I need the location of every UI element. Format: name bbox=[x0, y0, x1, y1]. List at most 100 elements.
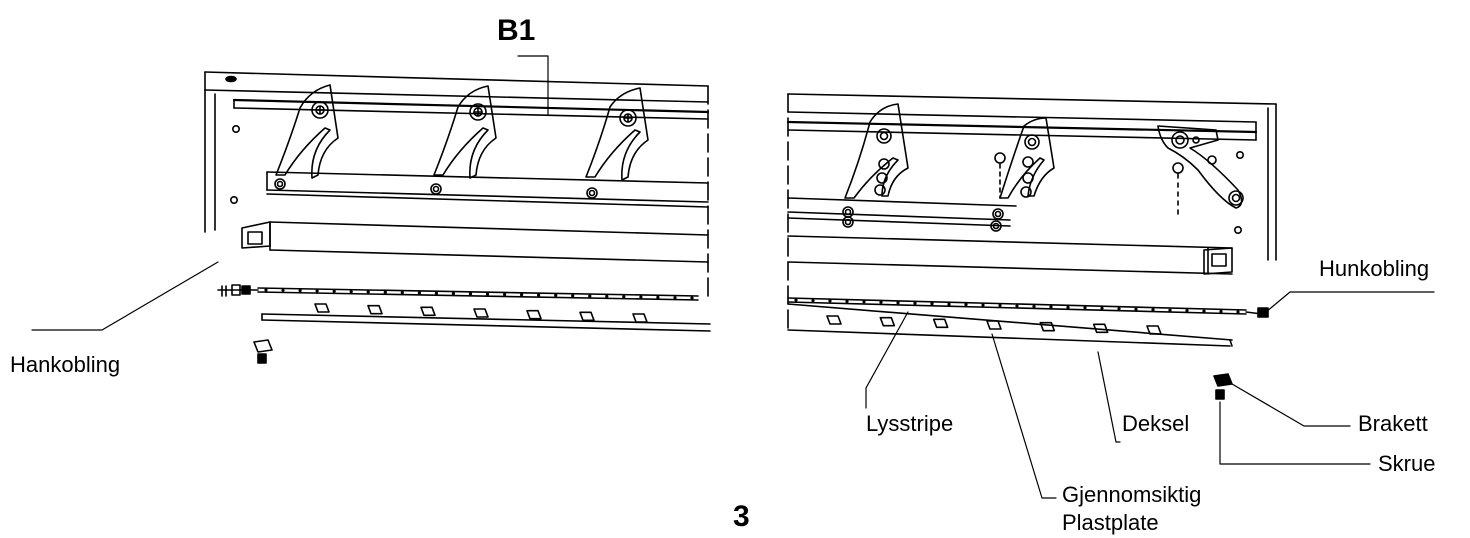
led-dot bbox=[434, 291, 438, 295]
adhesive-pad bbox=[1039, 321, 1056, 332]
label-lysstripe: Lysstripe bbox=[866, 411, 954, 436]
led-dot bbox=[1083, 306, 1087, 310]
deksel-leader-line bbox=[1097, 351, 1121, 443]
adhesive-pad bbox=[632, 313, 648, 323]
led-dot bbox=[281, 288, 285, 292]
led-dot bbox=[1066, 305, 1070, 309]
led-dot bbox=[400, 291, 404, 295]
left-light-housing bbox=[241, 221, 709, 263]
right-hinges bbox=[844, 103, 1244, 219]
adhesive-pad bbox=[826, 315, 842, 325]
led-dot bbox=[673, 296, 677, 300]
led-dot bbox=[639, 295, 643, 299]
adhesive-pad bbox=[579, 311, 595, 322]
led-dot bbox=[605, 294, 609, 298]
led-dot bbox=[828, 299, 832, 303]
led-dot bbox=[930, 302, 934, 306]
plastplate-leader-line bbox=[991, 333, 1057, 499]
left-bracket-and-screw bbox=[253, 339, 273, 364]
label-plastplate-line1: Gjennomsiktig bbox=[1062, 482, 1202, 507]
hunkobling-leader-line bbox=[1265, 291, 1435, 313]
adhesive-pad bbox=[879, 316, 896, 327]
led-dot bbox=[332, 289, 336, 293]
adhesive-pad bbox=[473, 308, 489, 318]
led-dot bbox=[1100, 306, 1104, 310]
led-dot bbox=[366, 290, 370, 294]
led-dot bbox=[1117, 307, 1121, 311]
led-dot bbox=[264, 288, 268, 292]
hankobling-leader-line bbox=[31, 261, 219, 331]
led-dot bbox=[879, 300, 883, 304]
adhesive-pad bbox=[1092, 323, 1109, 334]
callout-b1: B1 bbox=[497, 14, 536, 47]
led-dot bbox=[383, 290, 387, 294]
adhesive-pad bbox=[986, 320, 1002, 330]
led-dot bbox=[981, 303, 985, 307]
left-cabinet-panel bbox=[204, 71, 710, 301]
led-dot bbox=[1049, 305, 1053, 309]
label-hankobling: Hankobling bbox=[10, 352, 121, 377]
led-dot bbox=[862, 300, 866, 304]
led-dot bbox=[1168, 308, 1172, 312]
led-dot bbox=[451, 291, 455, 296]
label-hunkobling: Hunkobling bbox=[1319, 256, 1430, 281]
adhesive-pad bbox=[420, 306, 436, 317]
led-dot bbox=[622, 295, 626, 299]
led-dot bbox=[1134, 307, 1138, 311]
adhesive-pad bbox=[1146, 325, 1162, 335]
led-dot bbox=[913, 301, 917, 305]
led-dot bbox=[588, 294, 592, 298]
led-dot bbox=[520, 293, 524, 297]
led-dot bbox=[298, 289, 302, 293]
label-deksel: Deksel bbox=[1122, 411, 1190, 436]
right-bracket-and-screw bbox=[1213, 373, 1233, 400]
led-dot bbox=[998, 303, 1002, 308]
led-dot bbox=[656, 295, 660, 299]
led-dot bbox=[1015, 304, 1019, 308]
label-skrue: Skrue bbox=[1378, 451, 1436, 476]
led-dot bbox=[947, 302, 951, 306]
label-brakett: Brakett bbox=[1358, 411, 1428, 436]
right-clear-plastic-plate bbox=[787, 303, 1233, 347]
led-dot bbox=[964, 303, 968, 307]
led-dot bbox=[417, 291, 421, 295]
led-dot bbox=[811, 298, 815, 303]
led-dot bbox=[503, 292, 507, 297]
led-dot bbox=[1202, 309, 1206, 313]
adhesive-pad bbox=[367, 304, 383, 315]
led-dot bbox=[1032, 304, 1036, 309]
led-dot bbox=[690, 296, 694, 300]
led-dot bbox=[845, 299, 849, 303]
left-strip-leds bbox=[264, 288, 694, 300]
right-light-housing bbox=[787, 235, 1233, 275]
brakett-leader-line bbox=[1231, 383, 1351, 427]
led-dot bbox=[315, 289, 319, 293]
b1-leader-line bbox=[517, 55, 549, 115]
led-dot bbox=[1151, 308, 1155, 312]
led-dot bbox=[537, 293, 541, 297]
led-dot bbox=[1236, 310, 1240, 314]
left-adhesive-pads bbox=[314, 303, 648, 323]
right-adhesive-pads bbox=[826, 315, 1162, 335]
led-dot bbox=[1219, 309, 1223, 314]
step-number: 3 bbox=[733, 500, 750, 533]
right-light-strip bbox=[787, 297, 1269, 318]
right-mounting-rail bbox=[787, 197, 1017, 232]
led-dot bbox=[794, 298, 798, 302]
skrue-leader-line bbox=[1219, 401, 1371, 465]
left-light-strip bbox=[217, 284, 699, 301]
led-dot bbox=[468, 292, 473, 296]
label-plastplate-line2: Plastplate bbox=[1062, 510, 1159, 535]
led-dot bbox=[896, 301, 900, 305]
right-cabinet-panel bbox=[786, 93, 1277, 331]
right-strip-leds bbox=[794, 298, 1240, 314]
led-dot bbox=[485, 292, 490, 296]
left-hinges bbox=[275, 84, 649, 181]
led-dot bbox=[349, 290, 353, 294]
lysstripe-leader-line bbox=[865, 311, 909, 409]
left-mounting-rail bbox=[266, 171, 709, 208]
adhesive-pad bbox=[526, 309, 542, 320]
adhesive-pad bbox=[932, 318, 949, 329]
